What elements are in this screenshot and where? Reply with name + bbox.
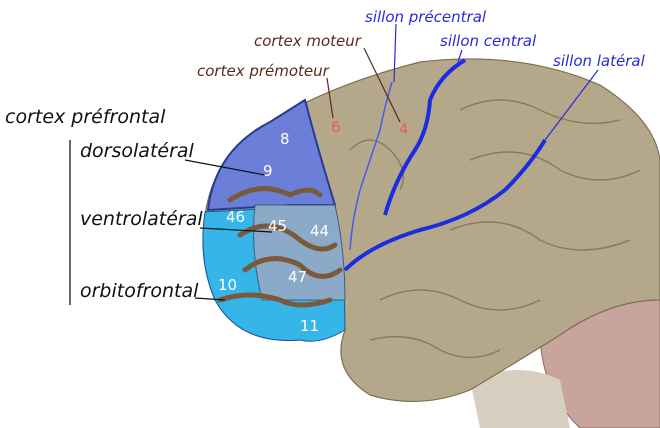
brainstem: [470, 370, 570, 428]
area-44: 44: [310, 222, 330, 240]
label-lateral-sulcus: sillon latéral: [553, 52, 645, 70]
gyri: [217, 186, 343, 308]
label-prefrontal-cortex: cortex préfrontal: [5, 106, 166, 128]
precentral-sulcus: [349, 81, 393, 251]
brain-folds: [349, 99, 641, 359]
label-premotor-cortex: cortex prémoteur: [197, 62, 329, 80]
label-orbitofrontal: orbitofrontal: [80, 280, 199, 302]
lateral-sulcus: [343, 138, 547, 272]
area-46: 46: [226, 208, 246, 226]
central-sulcus: [383, 58, 467, 216]
label-precentral-sulcus: sillon précentral: [365, 8, 487, 26]
area-6: 6: [331, 118, 341, 136]
area-9: 9: [263, 162, 273, 180]
area-47: 47: [288, 268, 308, 286]
label-motor-cortex: cortex moteur: [254, 32, 361, 50]
label-central-sulcus: sillon central: [440, 32, 537, 50]
area-45: 45: [268, 217, 288, 235]
area-8: 8: [280, 130, 290, 148]
dorsolateral-region: [206, 98, 337, 212]
label-dorsolateral: dorsolatéral: [80, 140, 194, 162]
label-ventrolateral: ventrolatéral: [80, 208, 203, 230]
area-10: 10: [218, 276, 238, 294]
area-4: 4: [399, 120, 409, 138]
area-11: 11: [300, 317, 320, 335]
